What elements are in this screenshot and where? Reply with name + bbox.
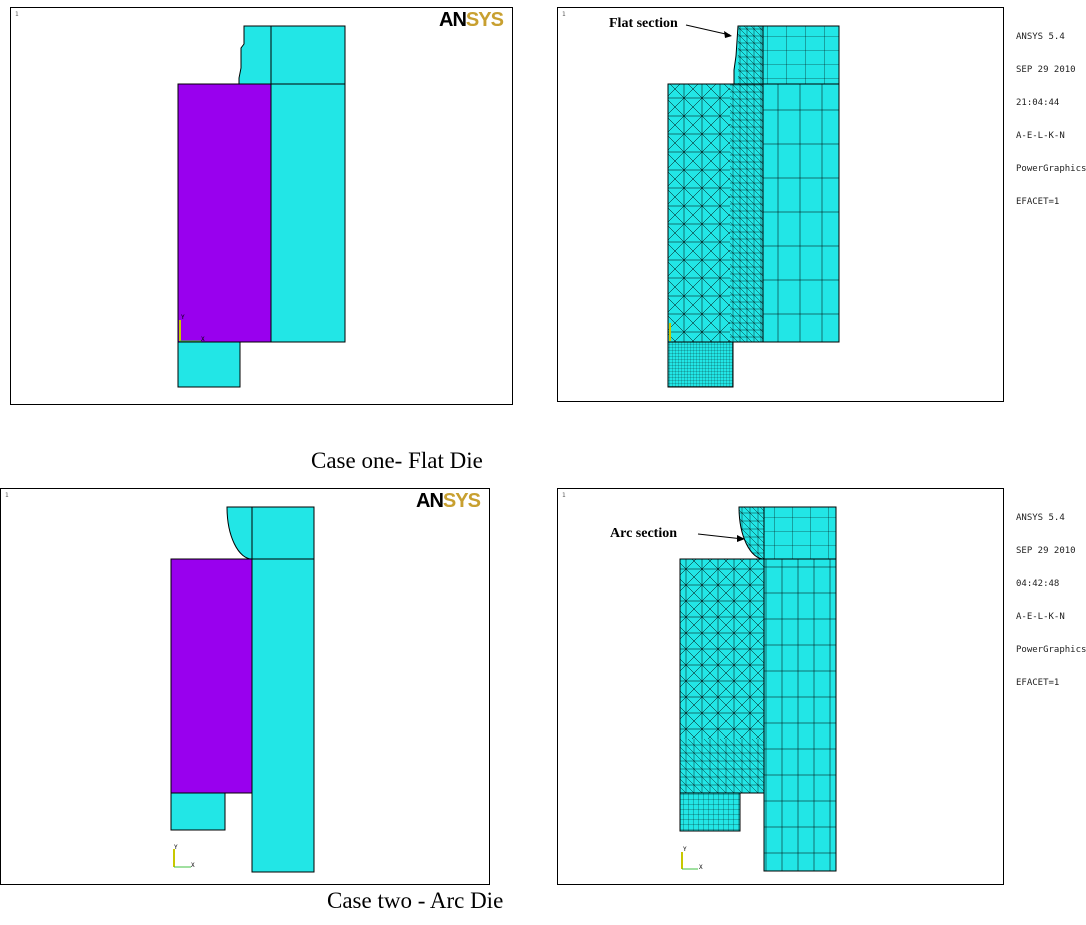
callout-arrow (685, 24, 731, 36)
axis-y-label: Y (683, 846, 687, 853)
case1-mesh-panel: 1 (557, 7, 1004, 402)
bottom-punch (177, 341, 241, 388)
upper-die-block (270, 25, 346, 85)
case2-mesh-drawing (679, 506, 837, 872)
case1-geometry-panel: 1 ANSYS Y X (10, 7, 513, 405)
axis-x-label: X (201, 336, 205, 343)
window-number: 1 (5, 492, 9, 499)
window-number: 1 (562, 11, 566, 18)
axis-x-label: X (699, 864, 703, 871)
case1-info-block: ANSYS 5.4 SEP 29 2010 21:04:44 A-E-L-K-N… (1016, 32, 1086, 207)
coordinate-axis-icon (179, 320, 201, 342)
ansys-logo: ANSYS (439, 9, 504, 31)
container-die (270, 83, 346, 343)
workpiece-billet (177, 83, 272, 343)
coordinate-axis-icon (173, 849, 191, 868)
case1-geometry-drawing (177, 25, 346, 388)
case2-mesh-panel: 1 (557, 488, 1004, 885)
window-number: 1 (562, 492, 566, 499)
case2-caption: Case two - Arc Die (327, 888, 504, 913)
axis-y-label: Y (174, 844, 178, 851)
arc-section-callout: Arc section (610, 526, 677, 541)
axis-y-label: Y (181, 314, 185, 321)
arc-die (226, 506, 253, 560)
upper-die-step (238, 25, 272, 85)
case2-info-block: ANSYS 5.4 SEP 29 2010 04:42:48 A-E-L-K-N… (1016, 513, 1086, 688)
flat-section-callout: Flat section (609, 16, 678, 31)
workpiece-billet (170, 558, 253, 794)
case1-caption: Case one- Flat Die (311, 448, 483, 473)
axis-x-label: X (191, 862, 195, 869)
bottom-punch (170, 792, 226, 831)
case1-mesh-drawing (667, 24, 840, 388)
ansys-logo: ANSYS (416, 490, 481, 512)
case2-geometry-drawing (170, 506, 315, 873)
case2-geometry-panel: 1 ANSYS Y X (0, 488, 490, 885)
upper-die-block (251, 506, 315, 560)
callout-arrow (697, 533, 744, 540)
container-die (251, 558, 315, 873)
window-number: 1 (15, 11, 19, 18)
